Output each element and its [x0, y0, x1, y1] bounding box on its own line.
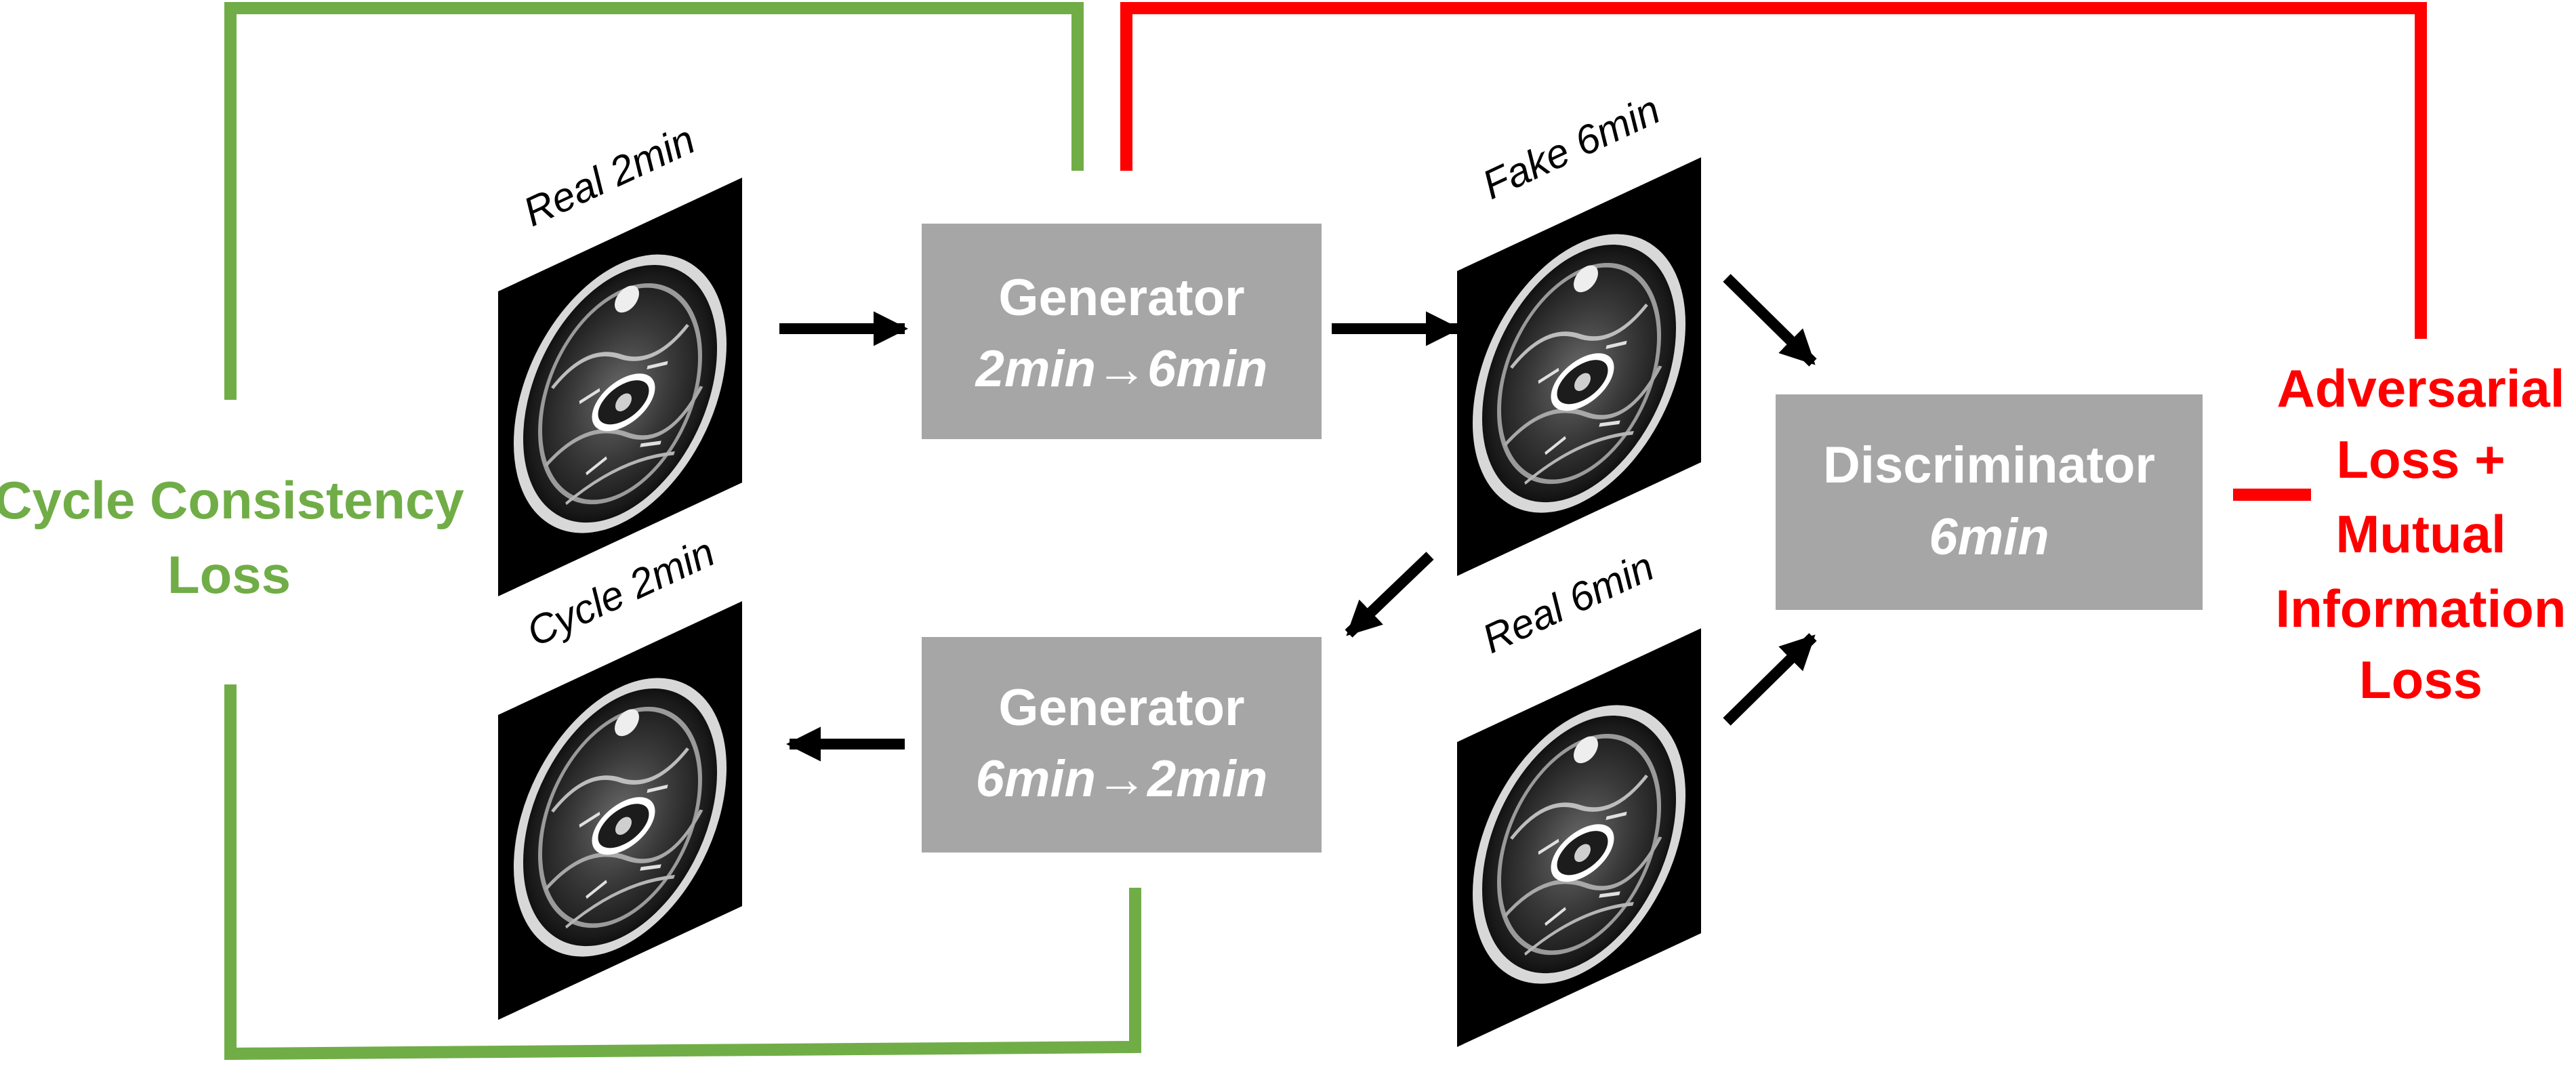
- generator-backward-subtitle: 6min→2min: [976, 750, 1268, 808]
- cycle-loss-line2: Loss: [167, 545, 291, 604]
- generator-2min-to-6min-box: Generator 2min→6min: [922, 224, 1322, 439]
- generator-6min-to-2min-box: Generator 6min→2min: [922, 637, 1322, 853]
- fake-6min-image: [1457, 157, 1701, 576]
- adversarial-loss-line4: Information: [2276, 579, 2567, 638]
- discriminator-title: Discriminator: [1823, 436, 2155, 494]
- real-6min-label: Real 6min: [1475, 543, 1660, 662]
- real-6min-image: [1457, 628, 1701, 1047]
- cycle-loss-line-top: [224, 2, 1084, 400]
- adversarial-loss-line5: Loss: [2359, 650, 2482, 710]
- arrow-fake6min-to-discriminator: [1723, 274, 1817, 367]
- generator-forward-title: Generator: [998, 269, 1244, 327]
- cycle-consistency-loss-label: Cycle Consistency Loss: [0, 470, 464, 604]
- real-2min-image: [498, 178, 742, 596]
- arrow-real6min-to-discriminator: [1723, 633, 1817, 726]
- cycle-loss-line1: Cycle Consistency: [0, 470, 464, 530]
- adversarial-loss-line: [1120, 2, 2427, 339]
- discriminator-subtitle: 6min: [1929, 508, 2049, 566]
- arrow-fake6min-to-generator-backward: [1345, 552, 1434, 638]
- cycle-2min-image: [498, 601, 742, 1020]
- generator-backward-title: Generator: [998, 679, 1244, 737]
- cycle-loss-line-bottom: [224, 684, 1141, 1061]
- adversarial-loss-label: Adversarial Loss + Mutual Information Lo…: [2276, 358, 2567, 710]
- generator-forward-subtitle: 2min→6min: [975, 340, 1268, 398]
- adversarial-loss-line1: Adversarial: [2277, 358, 2565, 418]
- discriminator-box: Discriminator 6min: [1776, 394, 2203, 610]
- adversarial-loss-line2: Loss +: [2336, 430, 2505, 489]
- adversarial-loss-line3: Mutual: [2335, 504, 2506, 564]
